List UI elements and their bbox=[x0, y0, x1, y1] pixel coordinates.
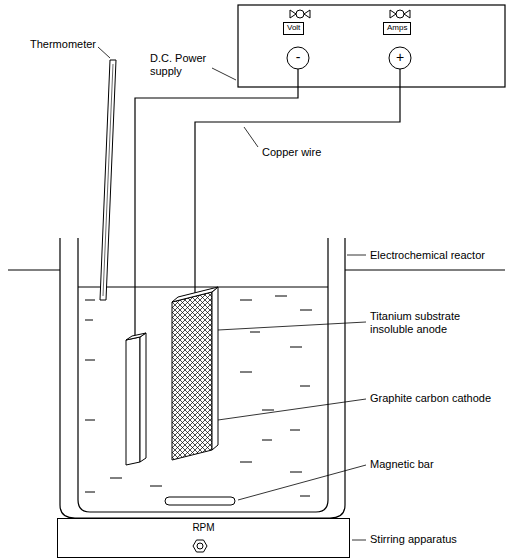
leader-line bbox=[98, 47, 366, 540]
terminal-symbol: + bbox=[388, 46, 412, 70]
terminal-symbol: - bbox=[286, 46, 310, 70]
speed-knob bbox=[193, 540, 207, 552]
part-label: Thermometer bbox=[30, 38, 96, 51]
stirrer-base: RPM bbox=[57, 518, 350, 558]
part-label: Copper wire bbox=[262, 146, 321, 159]
bath-line bbox=[345, 270, 505, 271]
part-label: Stirring apparatus bbox=[370, 533, 457, 546]
part-label: D.C. Power supply bbox=[150, 52, 235, 77]
anode-plate bbox=[172, 287, 218, 460]
node-text: Volt bbox=[287, 24, 300, 33]
meter-label-box: Volt bbox=[283, 22, 304, 35]
node-text: + bbox=[396, 50, 404, 65]
stir-bar bbox=[165, 497, 235, 505]
power-supply-housing bbox=[238, 5, 505, 87]
control-knob bbox=[390, 10, 410, 18]
meter-label-box: Amps bbox=[383, 22, 411, 35]
control-knob bbox=[290, 10, 310, 18]
part-label: Magnetic bar bbox=[370, 458, 434, 471]
reactor-wall bbox=[78, 238, 328, 512]
part-label: Electrochemical reactor bbox=[370, 249, 485, 262]
bath-line bbox=[8, 270, 60, 271]
cathode-plate bbox=[126, 333, 146, 465]
part-label: Titanium substrate insoluble anode bbox=[370, 310, 482, 335]
node-text: RPM bbox=[58, 522, 349, 533]
node-text: - bbox=[296, 50, 301, 65]
thermometer-symbol bbox=[100, 60, 116, 300]
copper-wire bbox=[195, 68, 400, 294]
node-text: Amps bbox=[387, 24, 407, 33]
liquid-level bbox=[78, 287, 328, 288]
part-label: Graphite carbon cathode bbox=[370, 392, 491, 405]
